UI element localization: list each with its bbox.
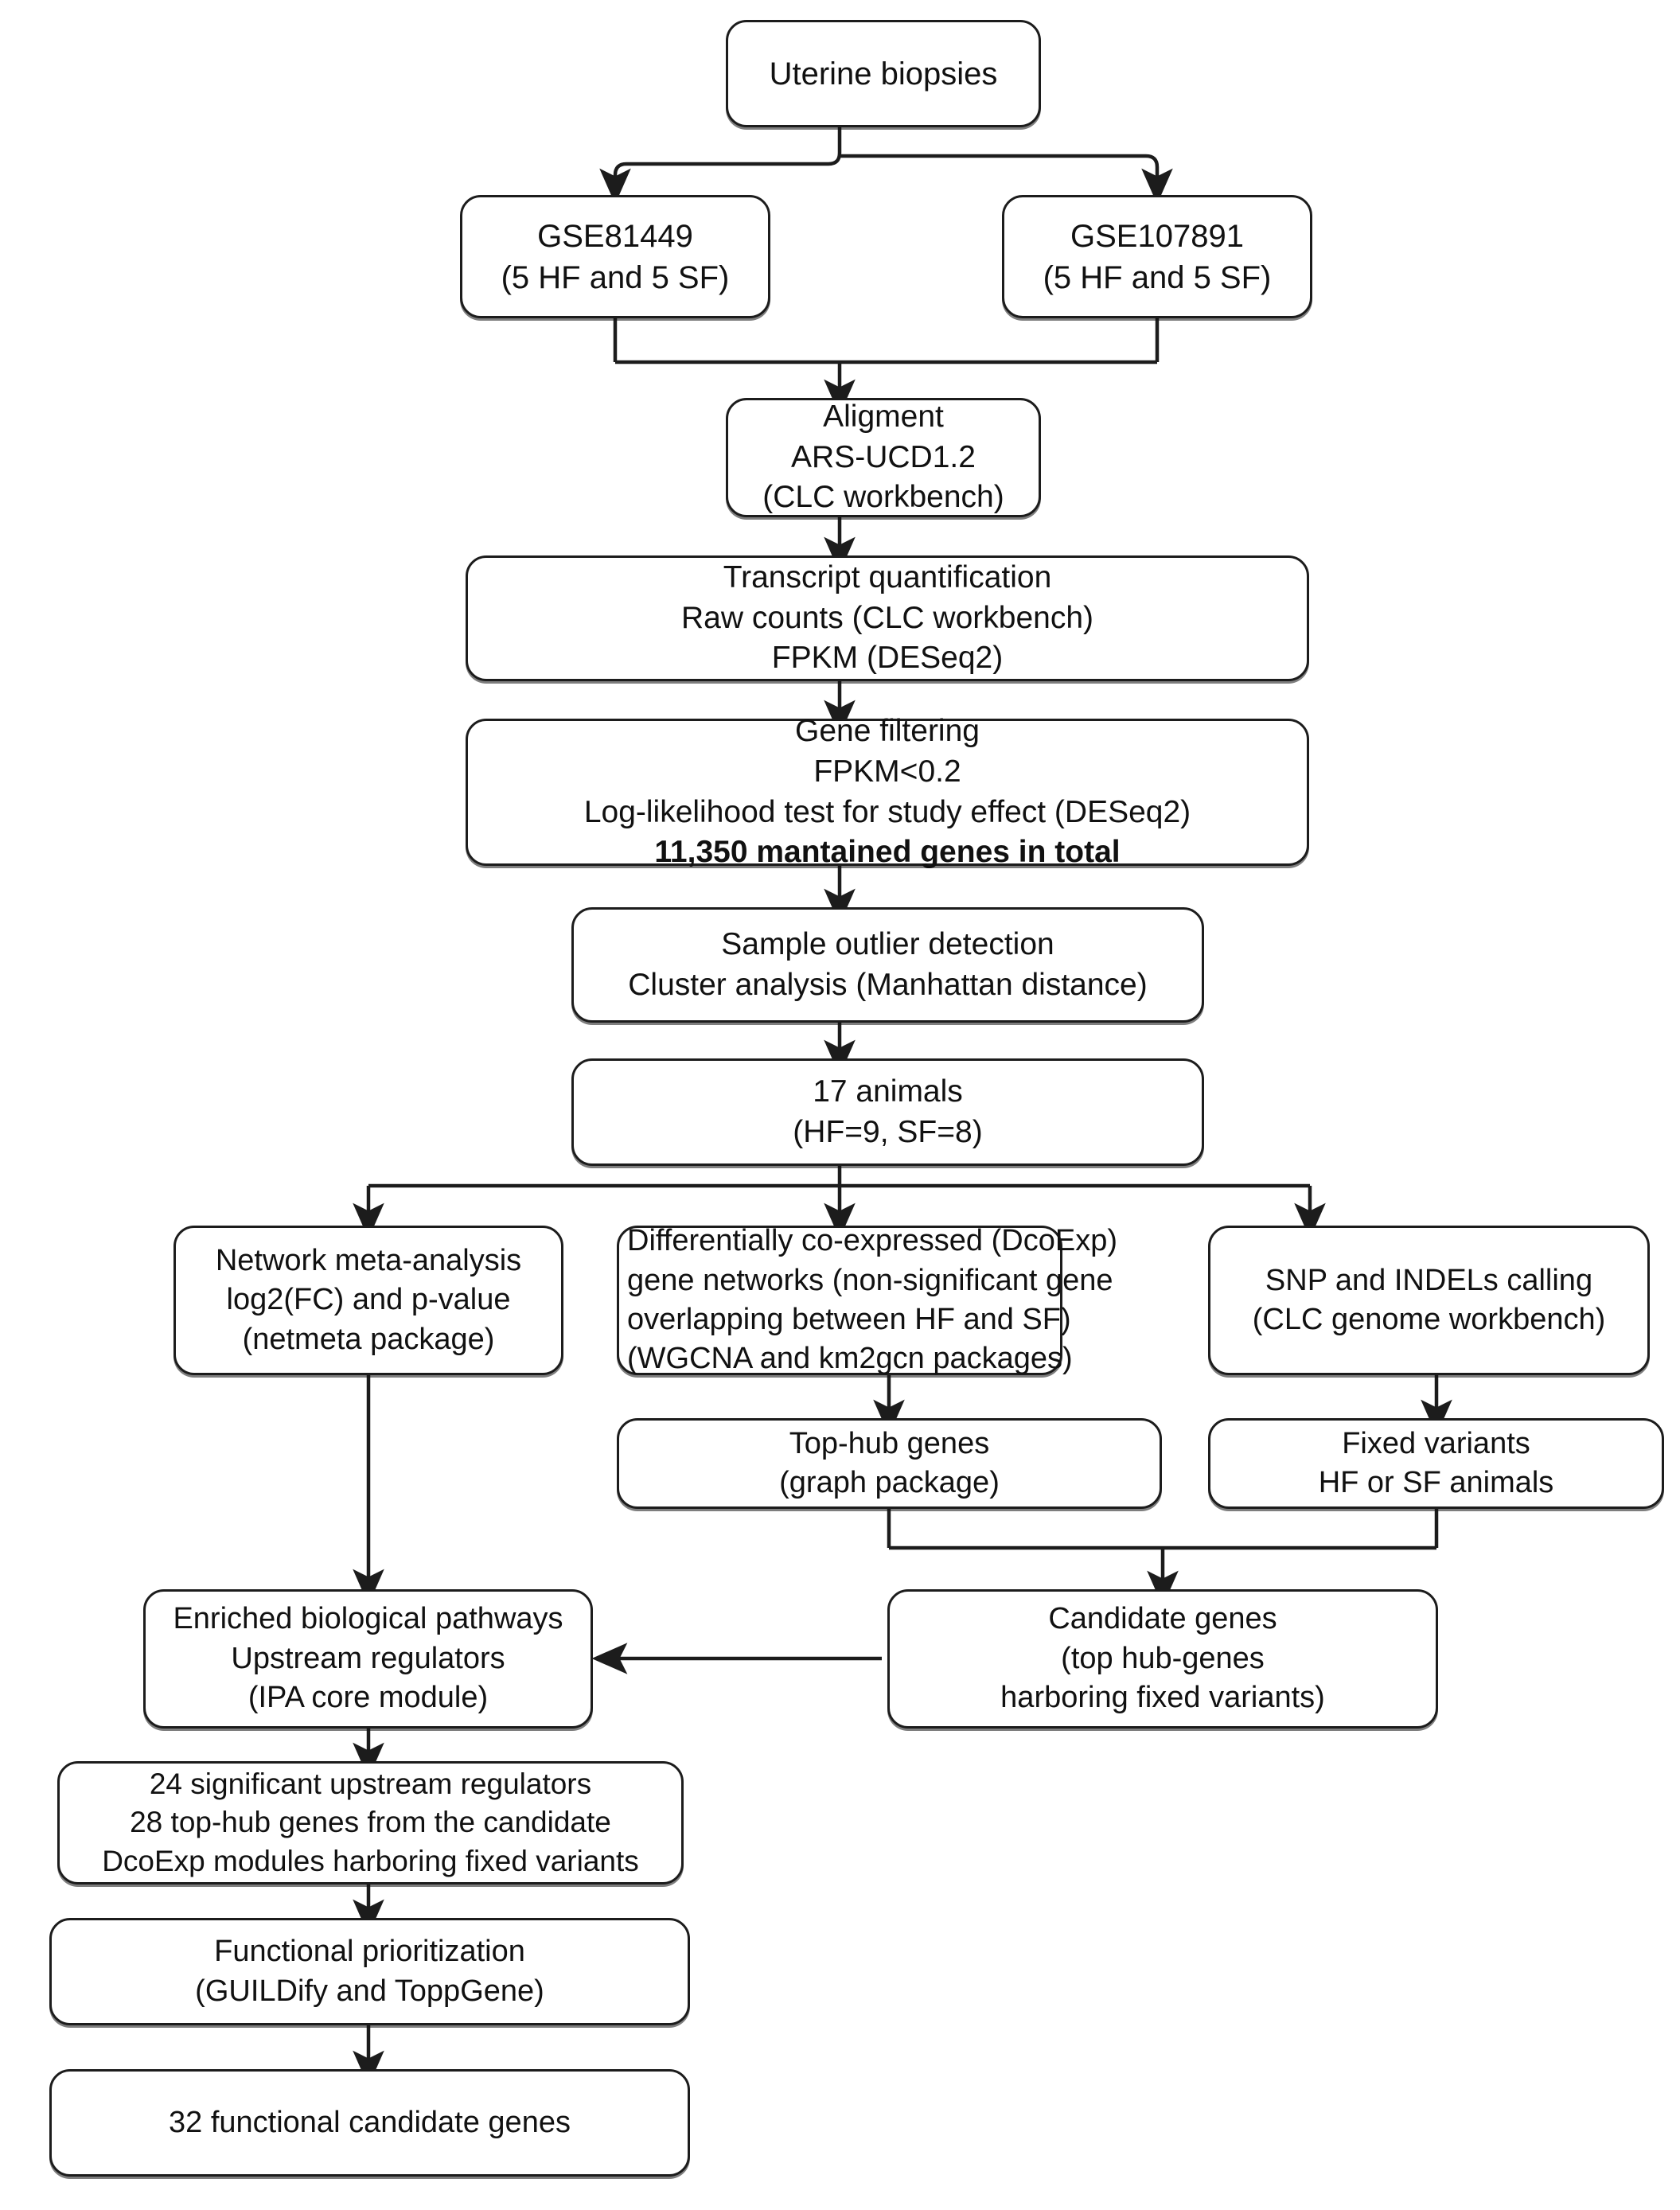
node-gene-filtering-line-2: Log-likelihood test for study effect (DE… <box>583 794 1191 829</box>
node-functional-candidate-genes[interactable]: 32 functional candidate genes <box>49 2069 690 2177</box>
node-netmeta-line-0: Network meta-analysis <box>215 1243 522 1277</box>
node-dcoexp-line-3: (WGCNA and km2gcn packages) <box>627 1342 1073 1376</box>
edge-biopsies-split <box>599 127 842 205</box>
node-network-meta-analysis[interactable]: Network meta-analysis log2(FC) and p-val… <box>173 1226 563 1375</box>
node-outlier-line-1: Cluster analysis (Manhattan distance) <box>628 967 1148 1002</box>
node-enriched-line-0: Enriched biological pathways <box>173 1602 563 1636</box>
node-regulators-line-1: 28 top-hub genes from the candidate <box>130 1806 611 1839</box>
node-netmeta-line-1: log2(FC) and p-value <box>226 1283 511 1317</box>
node-transcript-line-1: Raw counts (CLC workbench) <box>680 600 1094 635</box>
node-gse81449-line-0: GSE81449 <box>537 218 693 254</box>
node-prioritization-line-1: (GUILDify and ToppGene) <box>195 1974 544 2008</box>
node-gse81449[interactable]: GSE81449 (5 HF and 5 SF) <box>460 195 770 318</box>
node-enriched-line-1: Upstream regulators <box>231 1641 505 1675</box>
node-netmeta-line-2: (netmeta package) <box>242 1322 495 1356</box>
node-gse107891[interactable]: GSE107891 (5 HF and 5 SF) <box>1002 195 1312 318</box>
node-tophub-line-0: Top-hub genes <box>789 1426 990 1460</box>
node-enriched-pathways[interactable]: Enriched biological pathways Upstream re… <box>143 1589 593 1729</box>
node-uterine-biopsies[interactable]: Uterine biopsies <box>726 20 1041 127</box>
node-tophub-line-1: (graph package) <box>779 1466 1000 1499</box>
node-candidate-line-2: harboring fixed variants) <box>1000 1681 1325 1715</box>
node-animals-line-0: 17 animals <box>813 1074 963 1109</box>
node-dcoexp-line-1: gene networks (non-significant gene <box>627 1263 1113 1297</box>
edge-biopsies-split-right <box>840 154 1173 205</box>
node-transcript-line-2: FPKM (DESeq2) <box>771 641 1004 676</box>
node-alignment[interactable]: Aligment ARS-UCD1.2 (CLC workbench) <box>726 398 1041 517</box>
node-candidate-line-0: Candidate genes <box>1048 1602 1277 1636</box>
node-snp-indels-calling[interactable]: SNP and INDELs calling (CLC genome workb… <box>1208 1226 1650 1375</box>
node-significant-regulators[interactable]: 24 significant upstream regulators 28 to… <box>57 1761 684 1885</box>
node-functional-prioritization[interactable]: Functional prioritization (GUILDify and … <box>49 1918 690 2025</box>
node-gene-filtering-total: 11,350 mantained genes in total <box>654 835 1121 870</box>
node-dcoexp-line-2: overlapping between HF and SF) <box>627 1303 1071 1336</box>
node-gene-filtering[interactable]: Gene filtering FPKM<0.2 Log-likelihood t… <box>466 714 1309 869</box>
node-dcoexp-networks[interactable]: Differentially co-expressed (DcoExp) gen… <box>617 1224 1117 1376</box>
node-sample-outlier-detection[interactable]: Sample outlier detection Cluster analysi… <box>571 907 1204 1023</box>
node-snp-line-1: (CLC genome workbench) <box>1252 1303 1606 1336</box>
node-outlier-line-0: Sample outlier detection <box>721 926 1054 961</box>
node-candidate-genes[interactable]: Candidate genes (top hub-genes harboring… <box>887 1589 1438 1729</box>
node-prioritization-line-0: Functional prioritization <box>214 1935 525 1969</box>
node-transcript-quantification[interactable]: Transcript quantification Raw counts (CL… <box>466 555 1309 681</box>
node-alignment-line-2: (CLC workbench) <box>762 480 1004 515</box>
node-fixed-variants[interactable]: Fixed variants HF or SF animals <box>1208 1418 1664 1509</box>
node-regulators-line-2: DcoExp modules harboring fixed variants <box>102 1844 639 1877</box>
node-top-hub-genes[interactable]: Top-hub genes (graph package) <box>617 1418 1162 1509</box>
node-gene-filtering-line-1: FPKM<0.2 <box>813 754 961 789</box>
node-gene-filtering-line-0: Gene filtering <box>795 714 980 749</box>
node-candidate-line-1: (top hub-genes <box>1061 1641 1265 1675</box>
node-dcoexp-line-0: Differentially co-expressed (DcoExp) <box>627 1224 1117 1258</box>
node-gse107891-line-0: GSE107891 <box>1070 218 1244 254</box>
node-snp-line-0: SNP and INDELs calling <box>1265 1263 1593 1297</box>
node-fixedvariants-line-1: HF or SF animals <box>1318 1466 1554 1499</box>
node-fixedvariants-line-0: Fixed variants <box>1342 1426 1530 1460</box>
node-alignment-line-0: Aligment <box>823 399 944 434</box>
node-animals-line-1: (HF=9, SF=8) <box>793 1114 983 1149</box>
node-uterine-biopsies-line-0: Uterine biopsies <box>769 56 998 92</box>
node-gse107891-line-1: (5 HF and 5 SF) <box>1043 259 1272 295</box>
node-final-line-0: 32 functional candidate genes <box>169 2105 571 2139</box>
node-regulators-line-0: 24 significant upstream regulators <box>149 1768 592 1801</box>
node-enriched-line-2: (IPA core module) <box>248 1681 489 1715</box>
node-alignment-line-1: ARS-UCD1.2 <box>791 439 976 474</box>
node-transcript-line-0: Transcript quantification <box>723 559 1052 594</box>
node-gse81449-line-1: (5 HF and 5 SF) <box>501 259 730 295</box>
node-17-animals[interactable]: 17 animals (HF=9, SF=8) <box>571 1058 1204 1166</box>
